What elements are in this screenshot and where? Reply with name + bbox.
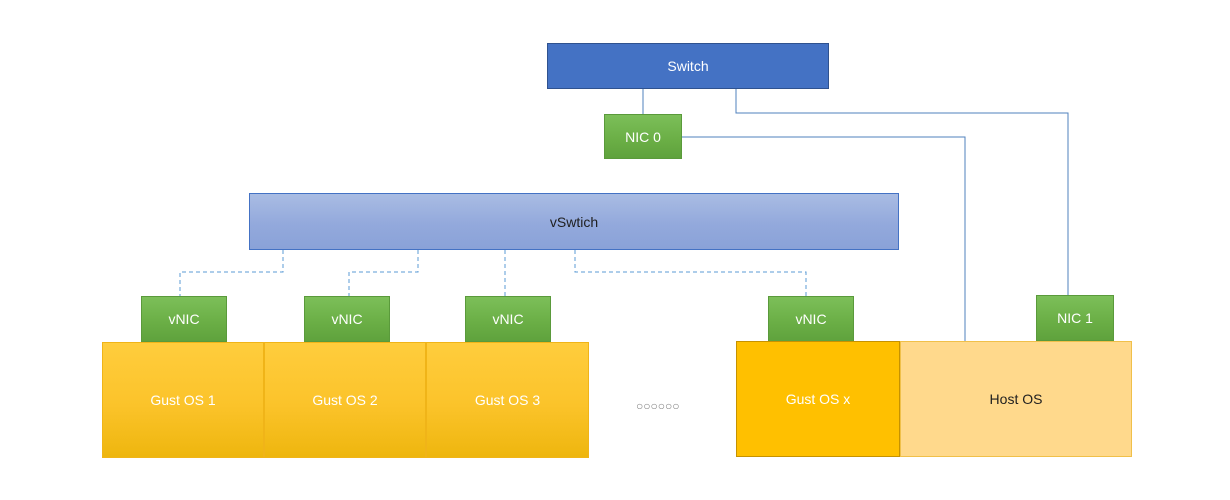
vswitch-to-vnic-2-line bbox=[348, 250, 419, 296]
vnic-label-2: vNIC bbox=[331, 311, 363, 327]
switch-box: Switch bbox=[547, 43, 829, 89]
vswitch-label: vSwtich bbox=[549, 213, 599, 230]
guest-os-1-label: Gust OS 1 bbox=[150, 392, 216, 408]
vnic-box-1: vNIC bbox=[141, 296, 227, 342]
ellipsis-dots: ○○○○○○ bbox=[636, 399, 680, 413]
guest-os-3-label: Gust OS 3 bbox=[474, 392, 541, 408]
vnic-label-3: vNIC bbox=[492, 311, 524, 327]
vswitch-to-vnic-x-line bbox=[574, 250, 807, 296]
switch-to-nic1-line bbox=[735, 89, 1069, 295]
guest-os-x-box: Gust OS x bbox=[736, 341, 900, 457]
guest-os-2-label: Gust OS 2 bbox=[312, 392, 378, 408]
vnic-box-2: vNIC bbox=[304, 296, 390, 342]
nic1-box: NIC 1 bbox=[1036, 295, 1114, 341]
guest-os-3-box: Gust OS 3 bbox=[426, 342, 589, 458]
vnic-box-x: vNIC bbox=[768, 296, 854, 342]
nic0-label: NIC 0 bbox=[625, 128, 661, 145]
nic1-label: NIC 1 bbox=[1057, 310, 1093, 326]
nic0-box: NIC 0 bbox=[604, 114, 682, 159]
vnic-label-1: vNIC bbox=[168, 311, 200, 327]
vswitch-to-vnic-1-line bbox=[179, 250, 284, 296]
guest-os-x-label: Gust OS x bbox=[785, 391, 851, 407]
guest-os-2-box: Gust OS 2 bbox=[264, 342, 426, 458]
host-os-label: Host OS bbox=[989, 391, 1043, 407]
guest-os-1-box: Gust OS 1 bbox=[102, 342, 264, 458]
host-os-box: Host OS bbox=[900, 341, 1132, 457]
vnic-label-x: vNIC bbox=[795, 311, 827, 327]
vnic-box-3: vNIC bbox=[465, 296, 551, 342]
nic0-to-host-os-line bbox=[682, 136, 966, 341]
switch-label: Switch bbox=[667, 58, 709, 74]
vswitch-box: vSwtich bbox=[249, 193, 899, 250]
